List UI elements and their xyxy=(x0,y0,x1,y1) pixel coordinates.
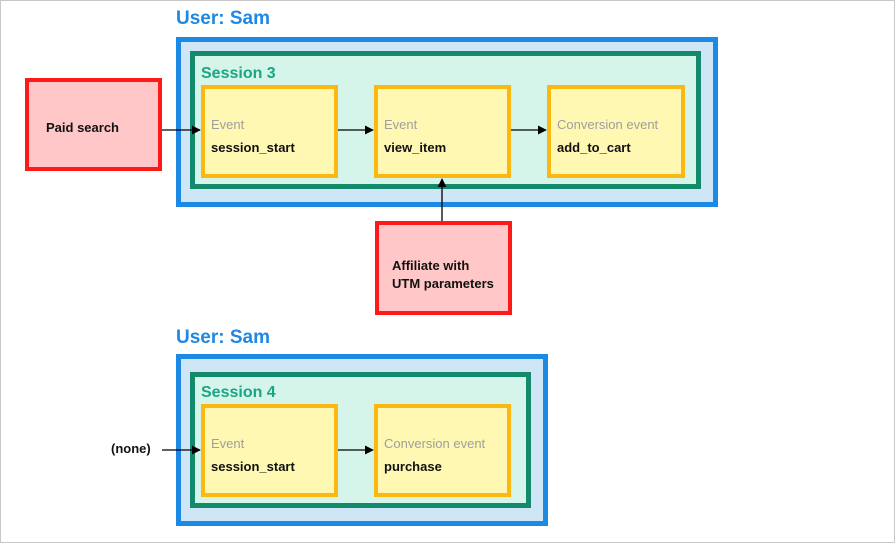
event-kind-label: Event xyxy=(211,436,245,451)
user-title-1: User: Sam xyxy=(176,8,270,29)
event-name-label: view_item xyxy=(384,140,447,155)
source-label-affiliate-line2: UTM parameters xyxy=(392,276,494,291)
event-name-label: session_start xyxy=(211,140,295,155)
event-kind-label: Conversion event xyxy=(557,117,659,132)
event-box-session-start-2: Event session_start xyxy=(201,404,338,497)
event-name-label: session_start xyxy=(211,459,295,474)
event-kind-label: Conversion event xyxy=(384,436,486,451)
source-label-affiliate-line1: Affiliate with xyxy=(392,258,470,273)
event-kind-label: Event xyxy=(384,117,418,132)
user-title-2: User: Sam xyxy=(176,327,270,348)
session-title-3: Session 3 xyxy=(201,65,276,82)
event-box-add-to-cart: Conversion event add_to_cart xyxy=(547,85,685,178)
source-label-paid-search: Paid search xyxy=(46,120,119,135)
source-box-affiliate: Affiliate with UTM parameters xyxy=(375,221,512,315)
event-box-view-item: Event view_item xyxy=(374,85,511,178)
session-title-4: Session 4 xyxy=(201,384,276,401)
source-box-paid-search: Paid search xyxy=(25,78,162,171)
event-name-label: add_to_cart xyxy=(557,140,631,155)
source-label-none: (none) xyxy=(111,441,151,456)
event-name-label: purchase xyxy=(384,459,442,474)
event-box-session-start-1: Event session_start xyxy=(201,85,338,178)
event-box-purchase: Conversion event purchase xyxy=(374,404,511,497)
event-kind-label: Event xyxy=(211,117,245,132)
